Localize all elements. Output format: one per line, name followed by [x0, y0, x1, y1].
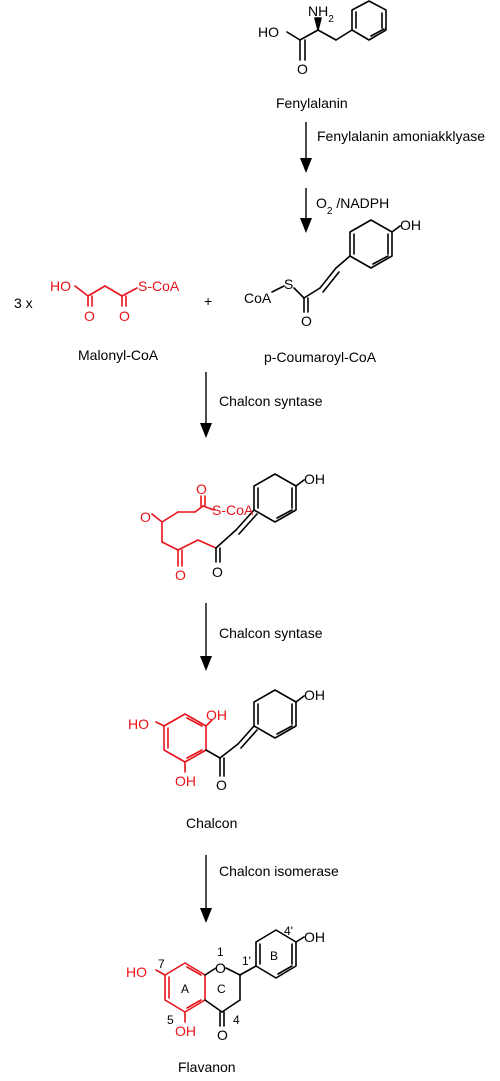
coumaroyl-bonds	[271, 219, 401, 313]
chalcone-name: Chalcon	[186, 815, 237, 831]
ring-b-label: B	[270, 949, 278, 963]
step-5-enzyme: Chalcon isomerase	[219, 863, 339, 879]
chalcone-black-bonds	[205, 689, 305, 777]
arrowhead-3	[200, 423, 212, 438]
position-4-label: 4	[233, 1013, 240, 1027]
coumaroyl-oh: OH	[400, 217, 421, 233]
flavanone-structure: HO OH O O OH A B C 1 4 5 7 1' 4' Flavano…	[126, 924, 325, 1075]
phenylalanine-nh2: NH2	[308, 3, 334, 25]
flavanone-ho: HO	[126, 964, 147, 980]
phenylalanine-structure: HO O NH2 Fenylalanin	[258, 0, 387, 111]
plus-sign: +	[204, 293, 212, 309]
coumaroyl-name: p-Coumaroyl-CoA	[264, 349, 377, 365]
intermediate-o-3: O	[175, 567, 186, 583]
flavanone-oh: OH	[304, 929, 325, 945]
arrowhead-2	[300, 218, 312, 233]
flavanone-name: Flavanon	[178, 1059, 236, 1075]
reaction-arrow-1: Fenylalanin amoniakklyase	[300, 122, 485, 173]
ring-c-label: C	[217, 982, 226, 996]
intermediate-black-bonds	[215, 473, 305, 563]
chalcone-carbonyl-o: O	[216, 777, 227, 793]
step-2-cofactor: O2 /NADPH	[316, 195, 389, 217]
reaction-arrow-3: Chalcon syntase	[200, 372, 323, 438]
chalcone-oh-3: OH	[175, 773, 196, 789]
flavanone-ring-c	[204, 965, 257, 1027]
malonyl-o-1: O	[84, 308, 95, 324]
chalcone-ho-1: HO	[128, 716, 149, 732]
intermediate-scoa: S-CoA	[212, 502, 254, 518]
arrowhead-1	[300, 158, 312, 173]
phenylalanine-name: Fenylalanin	[276, 95, 348, 111]
malonyl-ho: HO	[50, 278, 71, 294]
reaction-arrow-5: Chalcon isomerase	[200, 855, 339, 923]
flavanone-ring-b	[255, 929, 305, 979]
step-4-enzyme: Chalcon syntase	[219, 625, 323, 641]
polyketide-intermediate-structure: O O S-CoA O O OH	[140, 471, 325, 583]
coumaroyl-coa: CoA	[244, 290, 272, 306]
intermediate-o-1: O	[140, 509, 151, 525]
arrowhead-4	[200, 656, 212, 671]
step-3-enzyme: Chalcon syntase	[219, 393, 323, 409]
coumaroyl-s: S	[284, 276, 293, 292]
phenylalanine-carbonyl-o: O	[297, 61, 308, 77]
coumaroyl-o: O	[301, 313, 312, 329]
intermediate-red-bonds	[151, 495, 217, 567]
intermediate-o-4: O	[212, 564, 223, 580]
phenylalanine-bonds	[286, 0, 387, 61]
arrowhead-5	[200, 908, 212, 923]
position-5-label: 5	[167, 1013, 174, 1027]
chalcone-oh-2: OH	[206, 707, 227, 723]
intermediate-o-2: O	[196, 481, 207, 497]
chalcone-red-ring	[155, 713, 213, 773]
intermediate-oh: OH	[304, 471, 325, 487]
step-1-enzyme: Fenylalanin amoniakklyase	[317, 128, 485, 144]
flavanone-keto-o: O	[217, 1027, 228, 1043]
coumaroyl-coa-structure: CoA S O OH p-Coumaroyl-CoA	[244, 217, 421, 365]
malonyl-name: Malonyl-CoA	[78, 347, 159, 363]
chalcone-oh-4: OH	[304, 687, 325, 703]
position-7-label: 7	[158, 957, 165, 971]
malonyl-scoa: S-CoA	[138, 278, 180, 294]
ring-a-label: A	[181, 982, 189, 996]
flavanone-ring-o: O	[215, 960, 226, 976]
reaction-arrow-2: O2 /NADPH	[300, 188, 389, 233]
position-1-label: 1	[217, 945, 224, 959]
flavanone-oh-bottom: OH	[175, 1023, 196, 1039]
malonyl-bonds	[74, 285, 138, 307]
malonyl-o-2: O	[119, 308, 130, 324]
position-4p-label: 4'	[284, 924, 293, 938]
reaction-arrow-4: Chalcon syntase	[200, 603, 323, 671]
position-1p-label: 1'	[242, 954, 251, 968]
malonyl-multiplier: 3 x	[14, 295, 33, 311]
malonyl-coa-structure: 3 x HO S-CoA O O Malonyl-CoA	[14, 278, 180, 363]
phenylalanine-ho: HO	[258, 24, 279, 40]
chalcone-structure: HO OH OH O OH Chalcon	[128, 687, 325, 831]
